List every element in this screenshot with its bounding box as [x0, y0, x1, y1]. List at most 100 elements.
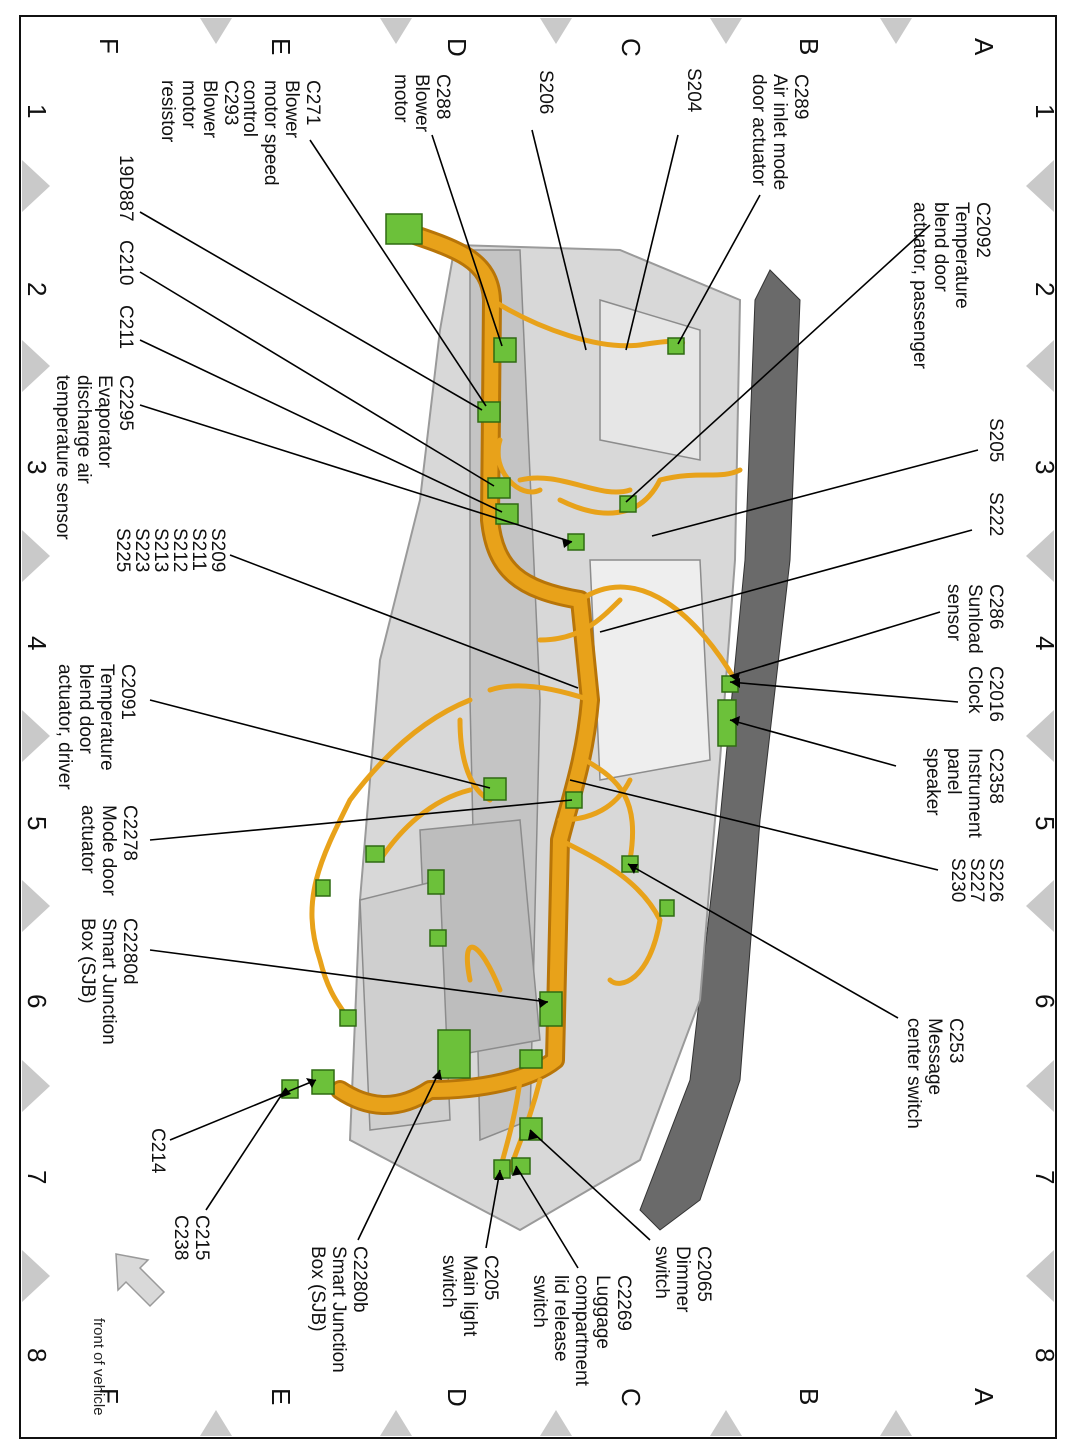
connector-19d887 — [477, 401, 501, 423]
grid-row-d-top: D — [442, 38, 472, 57]
front-of-vehicle-label: front of vehicle — [90, 1318, 107, 1416]
label-c2092-line2: Temperature — [951, 202, 972, 309]
label-c253-line1: C253 — [945, 1018, 966, 1063]
label-s226-line1: S226 — [985, 858, 1006, 902]
grid-col-2-left: 2 — [22, 282, 52, 296]
label-c2278-line2: Mode door — [98, 805, 119, 897]
label-c271: C271 Blower motor speed control — [239, 80, 323, 186]
connector-c2358 — [717, 699, 737, 747]
label-c271-line3: motor speed — [260, 80, 281, 186]
label-c2091-line2: Temperature — [96, 664, 117, 771]
label-c2016-line2: Clock — [964, 666, 985, 714]
connector-c2091 — [483, 777, 507, 801]
label-c2065-line2: Dimmer — [672, 1246, 693, 1313]
label-s204-line1: S204 — [683, 68, 704, 113]
grid-col-6-left: 6 — [22, 994, 52, 1008]
label-c2295-line3: discharge air — [73, 375, 94, 484]
label-c2280b-line1: C2280b — [349, 1246, 370, 1313]
grid-row-e-top: E — [266, 38, 296, 55]
front-arrow-icon — [115, 1253, 166, 1308]
label-s209-line4: S213 — [150, 528, 171, 572]
grid-row-c-top: C — [616, 38, 646, 57]
grid-col-3-left: 3 — [22, 460, 52, 474]
grid-col-4-right: 4 — [1030, 636, 1060, 650]
label-c286-line3: sensor — [943, 584, 964, 642]
grid-cols-left: 1 2 3 4 5 6 7 8 — [22, 104, 52, 1362]
label-c2280d-line3: Box (SJB) — [77, 918, 98, 1004]
label-c2358: C2358 Instrument panel speaker — [922, 748, 1006, 838]
grid-col-3-right: 3 — [1030, 460, 1060, 474]
label-s205: S205 — [985, 418, 1006, 462]
branch-wires — [309, 297, 743, 1173]
label-s226: S226 S227 S230 — [947, 858, 1006, 902]
connector-c2280d — [539, 991, 563, 1027]
label-c2358-line4: speaker — [922, 748, 943, 816]
label-c2280d: C2280d Smart Junction Box (SJB) — [77, 918, 140, 1045]
label-c215-line1: C215 — [191, 1215, 212, 1260]
label-c211-line1: C211 — [115, 305, 136, 349]
leader-lines — [139, 129, 979, 1269]
label-c2295-line1: C2295 — [115, 375, 136, 431]
grid-row-c-bottom: C — [616, 1388, 646, 1407]
label-c271-line2: Blower — [281, 80, 302, 139]
label-c2278: C2278 Mode door actuator — [77, 805, 140, 897]
label-c293-line2: Blower — [199, 80, 220, 139]
label-c205-line2: Main light — [459, 1255, 480, 1337]
label-s226-line3: S230 — [947, 858, 968, 902]
grid-col-7-left: 7 — [22, 1170, 52, 1184]
label-c2269-line1: C2269 — [613, 1275, 634, 1331]
label-c2280d-line1: C2280d — [119, 918, 140, 985]
connector-misc-1 — [365, 845, 385, 863]
label-c288: C288 Blower motor — [390, 74, 453, 133]
label-c2092-line1: C2092 — [972, 202, 993, 258]
label-c289-line3: door actuator — [748, 74, 769, 187]
label-c2092-line4: actuator, passenger — [909, 202, 930, 370]
label-c293-line3: motor — [178, 80, 199, 129]
label-s209-line1: S209 — [207, 528, 228, 572]
label-c205: C205 Main light switch — [438, 1255, 501, 1337]
label-c2295-line4: temperature sensor — [52, 375, 73, 540]
label-19d887: 19D887 — [115, 155, 136, 222]
label-c210: C210 — [115, 240, 136, 285]
label-s204: S204 — [683, 68, 704, 113]
label-c2280b-line3: Box (SJB) — [307, 1246, 328, 1332]
connector-c2280b — [437, 1029, 471, 1079]
label-c210-line1: C210 — [115, 240, 136, 285]
label-c2092-line3: blend door — [930, 202, 951, 292]
connector-misc-3 — [427, 869, 445, 895]
grid-row-a-bottom: A — [969, 1388, 999, 1406]
label-c289-line2: Air inlet mode — [769, 74, 790, 190]
label-c2358-line1: C2358 — [985, 748, 1006, 804]
grid-col-1-left: 1 — [22, 104, 52, 118]
border-diamonds — [22, 18, 1054, 1436]
label-c2280b: C2280b Smart Junction Box (SJB) — [307, 1246, 370, 1373]
label-c2295-line2: Evaporator — [94, 375, 115, 469]
label-19d887-line1: 19D887 — [115, 155, 136, 222]
connector-c293 — [385, 213, 423, 245]
label-c2358-line2: Instrument — [964, 748, 985, 838]
grid-row-a-top: A — [969, 38, 999, 56]
label-c293: C293 Blower motor resistor — [157, 80, 241, 143]
label-c215: C215 C238 — [170, 1215, 212, 1260]
label-c2269-line5: switch — [529, 1275, 550, 1328]
grid-row-f-top: F — [94, 38, 124, 54]
label-c2092: C2092 Temperature blend door actuator, p… — [909, 202, 993, 370]
label-s209-line2: S211 — [188, 528, 209, 571]
grid-row-d-bottom: D — [442, 1388, 472, 1407]
label-c214-line1: C214 — [147, 1128, 168, 1174]
label-s209: S209 S211 S212 S213 S223 S225 — [112, 528, 228, 572]
label-s205-line1: S205 — [985, 418, 1006, 462]
grid-rows-bottom: A B C D E F — [94, 1388, 999, 1407]
label-c288-line3: motor — [390, 74, 411, 123]
label-s222-line1: S222 — [985, 492, 1006, 536]
label-c288-line1: C288 — [432, 74, 453, 119]
grid-col-1-right: 1 — [1030, 104, 1060, 118]
label-c214: C214 — [147, 1128, 168, 1174]
connector-misc-7 — [315, 879, 331, 897]
label-c2269-line2: Luggage — [592, 1275, 613, 1349]
lower-panel — [359, 879, 451, 1131]
label-c2295: C2295 Evaporator discharge air temperatu… — [52, 375, 136, 540]
label-c271-line4: control — [239, 80, 260, 137]
label-c2358-line3: panel — [943, 748, 964, 795]
grid-row-b-top: B — [794, 38, 824, 55]
